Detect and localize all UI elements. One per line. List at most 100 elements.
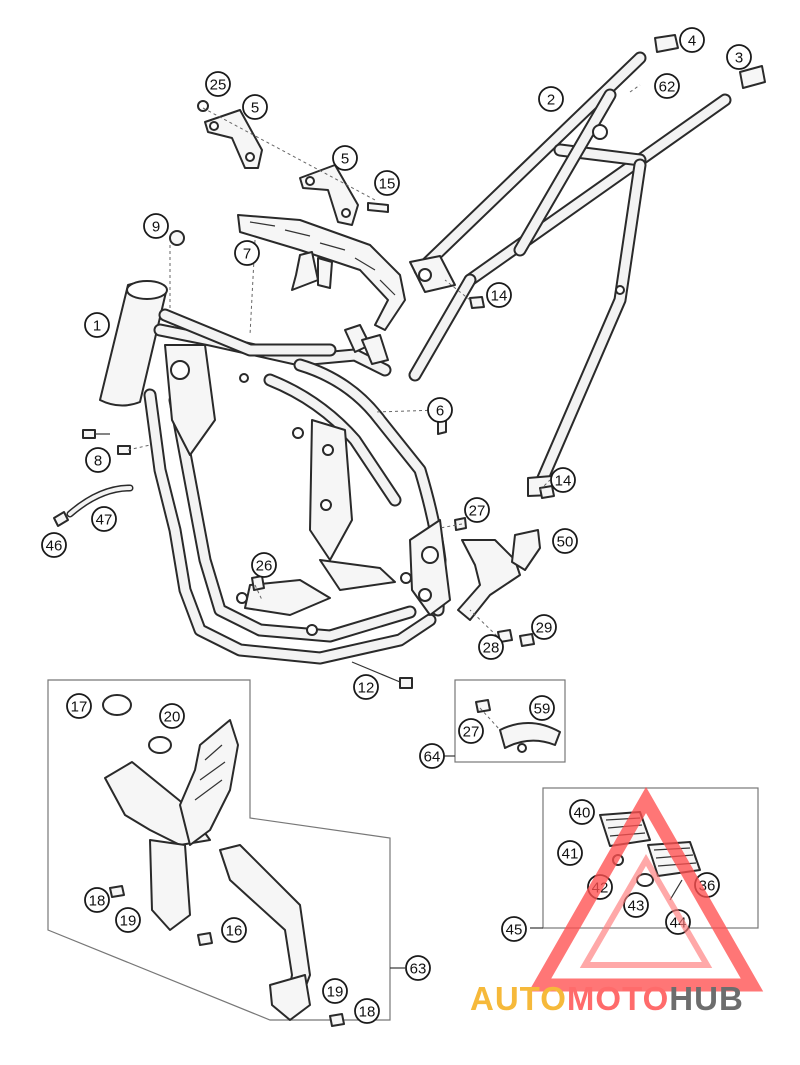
callout-circle	[654, 73, 680, 99]
callout-16: 16	[221, 917, 247, 943]
callout-circle	[85, 447, 111, 473]
callout-circle	[143, 213, 169, 239]
callout-circle	[353, 674, 379, 700]
callout-28: 28	[478, 634, 504, 660]
callout-circle	[405, 955, 431, 981]
callout-circle	[531, 614, 557, 640]
callout-number: 17	[71, 699, 88, 716]
callout-5: 5	[332, 145, 358, 171]
callout-12: 12	[353, 674, 379, 700]
callout-number: 20	[164, 709, 181, 726]
callout-47: 47	[91, 506, 117, 532]
callout-number: 12	[358, 680, 375, 697]
callout-circle	[251, 552, 277, 578]
callout-number: 5	[251, 100, 259, 117]
callout-number: 50	[557, 534, 574, 551]
callout-45: 45	[501, 916, 527, 942]
callout-14: 14	[550, 467, 576, 493]
watermark-moto: MOTO	[566, 980, 670, 1017]
callout-18: 18	[84, 887, 110, 913]
callout-number: 59	[534, 701, 551, 718]
callout-5: 5	[242, 94, 268, 120]
brackets	[197, 100, 389, 226]
callout-27: 27	[458, 718, 484, 744]
callout-19: 19	[322, 978, 348, 1004]
callout-circle	[501, 916, 527, 942]
callout-circle	[529, 695, 555, 721]
inset-frame-protectors	[47, 679, 405, 1027]
callout-circle	[159, 703, 185, 729]
callout-27: 27	[464, 497, 490, 523]
rear-subframe	[408, 51, 732, 497]
callout-number: 43	[628, 898, 645, 915]
callout-number: 6	[436, 403, 444, 420]
callout-number: 18	[359, 1004, 376, 1021]
callout-2: 2	[538, 86, 564, 112]
callout-number: 63	[410, 961, 427, 978]
callout-circle	[115, 907, 141, 933]
callout-circle	[322, 978, 348, 1004]
callout-circle	[66, 693, 92, 719]
callout-number: 14	[491, 288, 508, 305]
callout-circle	[205, 71, 231, 97]
callout-number: 29	[536, 620, 553, 637]
callout-number: 45	[506, 922, 523, 939]
callout-number: 4	[688, 33, 696, 50]
callout-circle	[726, 44, 752, 70]
callout-circle	[538, 86, 564, 112]
callout-number: 28	[483, 640, 500, 657]
callout-number: 27	[463, 724, 480, 741]
callout-8: 8	[85, 447, 111, 473]
callout-circle	[569, 799, 595, 825]
callout-number: 40	[574, 805, 591, 822]
callout-circle	[84, 312, 110, 338]
callout-number: 27	[469, 503, 486, 520]
callout-50: 50	[552, 528, 578, 554]
callout-number: 5	[341, 151, 349, 168]
callout-number: 18	[89, 893, 106, 910]
watermark-auto: AUTO	[470, 980, 567, 1017]
callout-number: 26	[256, 558, 273, 575]
leader-lines	[127, 84, 641, 731]
callout-circle	[478, 634, 504, 660]
callout-17: 17	[66, 693, 92, 719]
callout-18: 18	[354, 998, 380, 1024]
callout-number: 9	[152, 219, 160, 236]
callout-circle	[458, 718, 484, 744]
callout-circle	[374, 170, 400, 196]
callout-circle	[419, 743, 445, 769]
callout-4: 4	[679, 27, 705, 53]
watermark-text: AUTOMOTOHUB	[470, 980, 800, 1024]
callout-25: 25	[205, 71, 231, 97]
callout-number: 25	[210, 77, 227, 94]
callout-number: 14	[555, 473, 572, 490]
callout-7: 7	[234, 240, 260, 266]
callout-62: 62	[654, 73, 680, 99]
footrest-bracket	[457, 529, 541, 621]
callout-circle	[550, 467, 576, 493]
callout-circle	[242, 94, 268, 120]
callout-number: 41	[562, 846, 579, 863]
callout-number: 15	[379, 176, 396, 193]
callout-number: 7	[243, 246, 251, 263]
callout-15: 15	[374, 170, 400, 196]
vent-hose	[53, 484, 134, 527]
callout-circle	[623, 892, 649, 918]
callout-number: 1	[93, 318, 101, 335]
callout-circle	[221, 917, 247, 943]
callout-20: 20	[159, 703, 185, 729]
callout-circle	[234, 240, 260, 266]
inset-chain-guide	[440, 679, 566, 763]
callout-number: 19	[120, 913, 137, 930]
watermark-hub: HUB	[669, 980, 744, 1017]
callout-9: 9	[143, 213, 169, 239]
callout-number: 19	[327, 984, 344, 1001]
callout-14: 14	[486, 282, 512, 308]
callout-19: 19	[115, 907, 141, 933]
callout-circle	[679, 27, 705, 53]
airbox-carrier	[237, 214, 406, 331]
callout-circle	[486, 282, 512, 308]
callout-number: 2	[547, 92, 555, 109]
callout-63: 63	[405, 955, 431, 981]
callout-number: 8	[94, 453, 102, 470]
